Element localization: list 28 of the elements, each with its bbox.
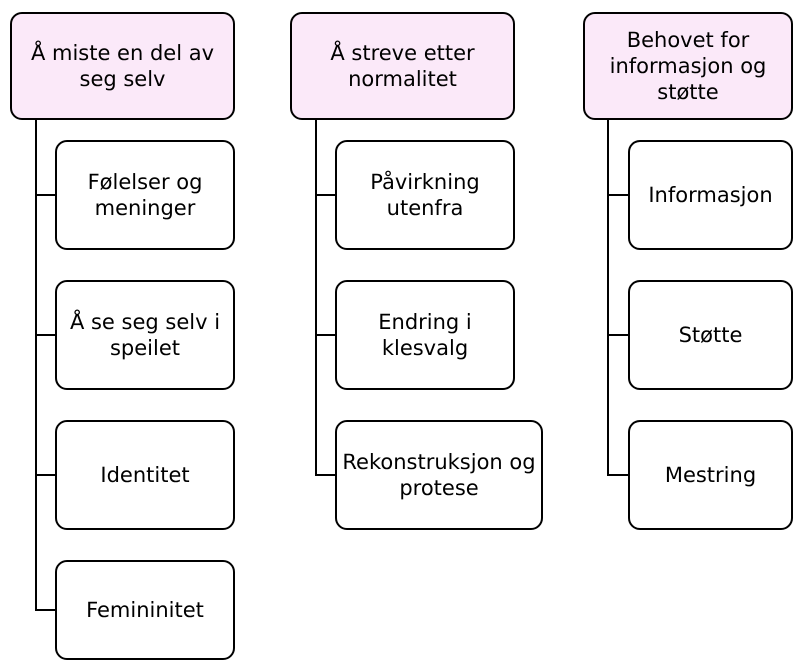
node-text: Støtte	[678, 322, 742, 348]
category-box	[10, 12, 235, 120]
subtopic-box	[335, 140, 515, 250]
subtopic-box	[55, 420, 235, 530]
category-box	[583, 12, 793, 120]
subtopic-box	[628, 140, 793, 250]
node-text: Rekonstruksjon og protese	[341, 449, 537, 501]
node-text: Følelser og meninger	[86, 169, 204, 221]
subtopic-box	[628, 420, 793, 530]
node-text: Behovet for informasjon og støtte	[608, 27, 768, 105]
node-text: Femininitet	[86, 597, 204, 623]
node-text: Å se seg selv i speilet	[68, 309, 222, 361]
subtopic-box	[335, 280, 515, 390]
node-text: Påvirkning utenfra	[369, 169, 481, 221]
category-box	[290, 12, 515, 120]
subtopic-box	[628, 280, 793, 390]
node-text: Identitet	[100, 462, 190, 488]
subtopic-box	[55, 560, 235, 660]
node-text: Å streve etter normalitet	[329, 40, 476, 92]
node-text: Å miste en del av seg selv	[30, 40, 216, 92]
subtopic-box	[335, 420, 543, 530]
connector-line	[315, 120, 335, 476]
node-text: Endring i klesvalg	[377, 309, 473, 361]
connector-line	[607, 120, 628, 476]
node-text: Informasjon	[648, 182, 773, 208]
subtopic-box	[55, 140, 235, 250]
node-text: Mestring	[664, 462, 756, 488]
subtopic-box	[55, 280, 235, 390]
